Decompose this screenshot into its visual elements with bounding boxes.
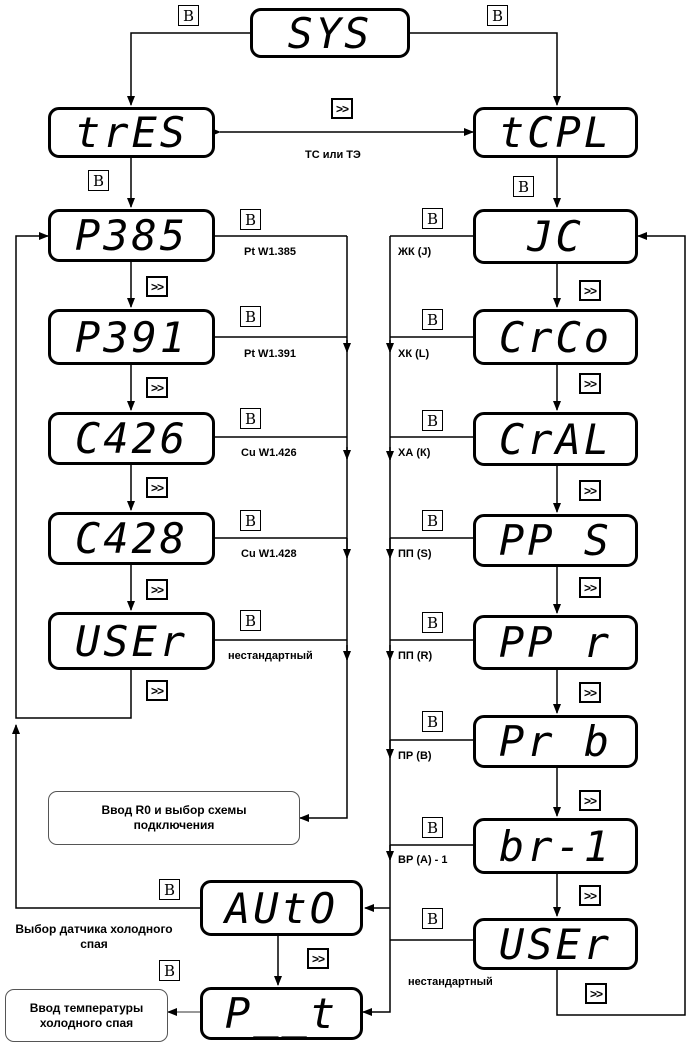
key-next-icon: >> — [585, 983, 607, 1004]
key-next-icon: >> — [579, 280, 601, 301]
label-nonstd-left: нестандартный — [228, 650, 313, 662]
display-user-right: USEr — [473, 918, 638, 970]
note-r0-input: Ввод R0 и выбор схемы подключения — [48, 791, 300, 845]
label-prb: ПР (В) — [398, 750, 432, 762]
display-pt: P__t — [200, 987, 363, 1040]
label-pps: ПП (S) — [398, 548, 432, 560]
note-cold-temp: Ввод температуры холодного спая — [5, 989, 168, 1042]
key-next-icon: >> — [579, 373, 601, 394]
label-tc-or-te: ТС или ТЭ — [305, 149, 361, 161]
label-pt391: Pt W1.391 — [244, 348, 296, 360]
display-br1: br-1 — [473, 818, 638, 874]
key-next-icon: >> — [579, 577, 601, 598]
key-b-icon: B — [422, 309, 443, 330]
note-cold-sensor: Выбор датчика холодного спая — [15, 922, 173, 951]
label-cu428: Cu W1.428 — [241, 548, 297, 560]
key-next-icon: >> — [579, 885, 601, 906]
key-b-icon: B — [422, 510, 443, 531]
display-auto: AUtO — [200, 880, 363, 936]
display-cral: CrAL — [473, 412, 638, 466]
display-jc: JC — [473, 209, 638, 264]
display-c426: C426 — [48, 412, 215, 465]
key-next-icon: >> — [579, 790, 601, 811]
display-tcpl: tCPL — [473, 107, 638, 158]
key-b-icon: B — [159, 960, 180, 981]
label-ppr: ПП (R) — [398, 650, 433, 662]
key-b-icon: B — [240, 510, 261, 531]
key-b-icon: B — [422, 817, 443, 838]
display-c428: C428 — [48, 512, 215, 565]
label-cu426: Cu W1.426 — [241, 447, 297, 459]
key-b-icon: B — [178, 5, 199, 26]
key-b-icon: B — [240, 209, 261, 230]
key-next-icon: >> — [579, 682, 601, 703]
key-b-icon: B — [422, 612, 443, 633]
key-b-icon: B — [422, 410, 443, 431]
key-next-icon: >> — [146, 377, 168, 398]
key-next-icon: >> — [146, 680, 168, 701]
label-pt385: Pt W1.385 — [244, 246, 296, 258]
label-vra: ВР (А) - 1 — [398, 854, 448, 866]
label-jk: ЖК (J) — [398, 246, 432, 258]
display-prb: Pr b — [473, 715, 638, 768]
display-tres: trES — [48, 107, 215, 158]
key-next-icon: >> — [331, 98, 353, 119]
left-loop-line — [15, 232, 132, 719]
display-p385: P385 — [48, 209, 215, 262]
key-b-icon: B — [422, 711, 443, 732]
key-b-icon: B — [422, 908, 443, 929]
display-user-left: USEr — [48, 612, 215, 670]
left-bus-line — [299, 236, 348, 822]
sys-to-tres-line — [127, 32, 250, 106]
right-bus-line — [362, 236, 391, 1016]
sys-to-tcpl-line — [410, 32, 561, 106]
key-next-icon: >> — [146, 477, 168, 498]
key-b-icon: B — [240, 306, 261, 327]
display-ppr: PP r — [473, 615, 638, 670]
auto-loop-line — [12, 724, 200, 909]
key-next-icon: >> — [146, 276, 168, 297]
key-b-icon: B — [240, 610, 261, 631]
label-nonstd-right: нестандартный — [408, 976, 493, 988]
key-next-icon: >> — [307, 948, 329, 969]
key-next-icon: >> — [579, 480, 601, 501]
display-sys: SYS — [250, 8, 410, 58]
display-crco: CrCo — [473, 309, 638, 365]
key-b-icon: B — [422, 208, 443, 229]
key-b-icon: B — [88, 170, 109, 191]
key-next-icon: >> — [146, 579, 168, 600]
key-b-icon: B — [487, 5, 508, 26]
right-loop-line — [556, 232, 686, 1016]
key-b-icon: B — [513, 176, 534, 197]
label-ha: ХА (К) — [398, 447, 431, 459]
key-b-icon: B — [159, 879, 180, 900]
display-pps: PP S — [473, 514, 638, 567]
display-p391: P391 — [48, 309, 215, 365]
key-b-icon: B — [240, 408, 261, 429]
label-hk: ХК (L) — [398, 348, 430, 360]
